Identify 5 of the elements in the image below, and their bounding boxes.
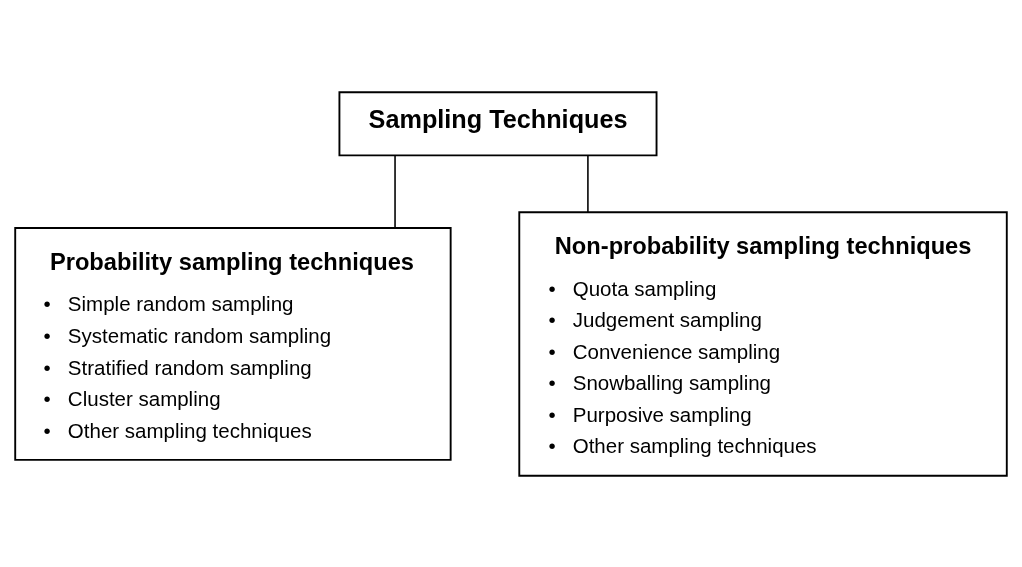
node-box: Probability sampling techniques • Simple random sampling • Systematic random sampling • Stratified random sampling • Cluster sampling • Other sampling techniques [14,226,452,461]
connector [394,154,396,228]
node-box: Sampling Techniques [338,90,658,156]
node-box: Non-probability sampling techniques • Quota sampling • Judgement sampling • Convenience sampling • Snowballing sampling • Purposive sampling • Other sampling techniques [518,210,1008,477]
connector [587,154,589,213]
